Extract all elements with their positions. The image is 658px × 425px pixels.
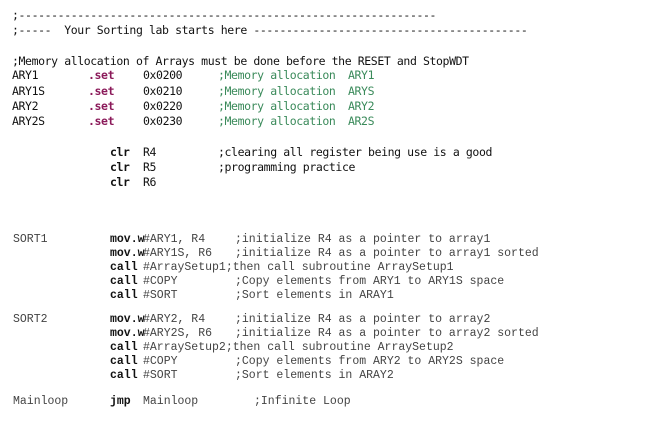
header-rule: ;---------------------------------------… [12, 8, 437, 22]
operand: #ARY2S, R6 [143, 327, 213, 340]
instruction: call [110, 341, 138, 354]
set-directive: .set [88, 68, 115, 82]
memory-note: ;Memory allocation of Arrays must be don… [12, 54, 469, 68]
section-title: ;----- Your Sorting lab starts here ----… [12, 23, 528, 37]
operand: #ARY1S, R6 [143, 247, 213, 260]
instruction: call [110, 289, 138, 302]
clr-comment: ;programming practice [218, 160, 355, 174]
clr-instruction: clr [110, 175, 130, 189]
operand: #ARY1, R4 [143, 233, 206, 246]
set-value: 0x0210 [143, 84, 183, 98]
set-label: ARY2S [12, 114, 45, 128]
code-comment: ;initialize R4 as a pointer to array1 [235, 233, 491, 246]
set-value: 0x0230 [143, 114, 183, 128]
code-comment: ;initialize R4 as a pointer to array2 [235, 313, 491, 326]
set-value: 0x0220 [143, 99, 183, 113]
code-comment: ;Copy elements from ARY2 to ARY2S space [235, 355, 505, 368]
clr-register: R6 [143, 175, 157, 189]
set-directive: .set [88, 84, 115, 98]
set-target: ARY1 [348, 68, 375, 82]
set-directive: .set [88, 114, 115, 128]
code-comment: ;Sort elements in ARAY2 [235, 369, 394, 382]
instruction: call [110, 369, 138, 382]
instruction: mov.w [110, 327, 145, 340]
set-target: ARY2 [348, 99, 375, 113]
instruction: jmp [110, 395, 131, 408]
set-directive: .set [88, 99, 115, 113]
code-comment: ;Infinite Loop [254, 395, 351, 408]
set-value: 0x0200 [143, 68, 183, 82]
operand: #ARY2, R4 [143, 313, 206, 326]
set-label: ARY1S [12, 84, 45, 98]
set-label: ARY2 [12, 99, 39, 113]
clr-register: R5 [143, 160, 157, 174]
instruction: mov.w [110, 247, 145, 260]
code-label: SORT2 [13, 313, 48, 326]
code-label: SORT1 [13, 233, 48, 246]
operand: #COPY [143, 355, 178, 368]
clr-comment: ;clearing all register being use is a go… [218, 145, 492, 159]
set-target: ARYS [348, 84, 375, 98]
code-comment: ;Copy elements from ARY1 to ARY1S space [235, 275, 505, 288]
operand: Mainloop [143, 395, 199, 408]
set-label: ARY1 [12, 68, 39, 82]
clr-register: R4 [143, 145, 157, 159]
instruction: call [110, 275, 138, 288]
clr-instruction: clr [110, 145, 130, 159]
clr-instruction: clr [110, 160, 130, 174]
code-comment: ;initialize R4 as a pointer to array1 so… [235, 247, 539, 260]
instruction: call [110, 261, 138, 274]
code-comment: ;Sort elements in ARAY1 [235, 289, 394, 302]
operand: #SORT [143, 289, 178, 302]
operand: #ArraySetup2;then call subroutine ArrayS… [143, 341, 454, 354]
set-target: AR2S [348, 114, 375, 128]
operand: #COPY [143, 275, 178, 288]
instruction: call [110, 355, 138, 368]
set-comment: ;Memory allocation [218, 99, 336, 113]
set-comment: ;Memory allocation [218, 68, 336, 82]
code-label: Mainloop [13, 395, 69, 408]
code-comment: ;initialize R4 as a pointer to array2 so… [235, 327, 539, 340]
instruction: mov.w [110, 313, 145, 326]
set-comment: ;Memory allocation [218, 84, 336, 98]
operand: #ArraySetup1;then call subroutine ArrayS… [143, 261, 454, 274]
instruction: mov.w [110, 233, 145, 246]
operand: #SORT [143, 369, 178, 382]
set-comment: ;Memory allocation [218, 114, 336, 128]
